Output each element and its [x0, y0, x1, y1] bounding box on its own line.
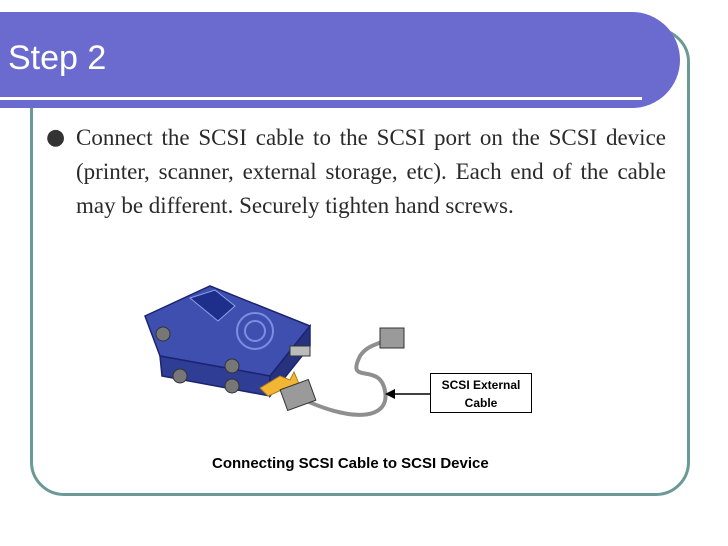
bullet-marker: ● [46, 125, 66, 150]
title-underline [0, 97, 642, 100]
arrow-icon [385, 389, 430, 399]
page-title: Step 2 [8, 39, 107, 77]
figure-caption: Connecting SCSI Cable to SCSI Device [212, 455, 489, 472]
title-bar [0, 12, 680, 108]
bullet-text: Connect the SCSI cable to the SCSI port … [76, 125, 666, 218]
callout-line-2: Cable [464, 396, 498, 410]
scsi-illustration [144, 285, 430, 417]
callout-line-1: SCSI External [441, 378, 521, 392]
callout-label: SCSI External Cable [430, 373, 532, 413]
scsi-cable-icon [279, 327, 405, 417]
